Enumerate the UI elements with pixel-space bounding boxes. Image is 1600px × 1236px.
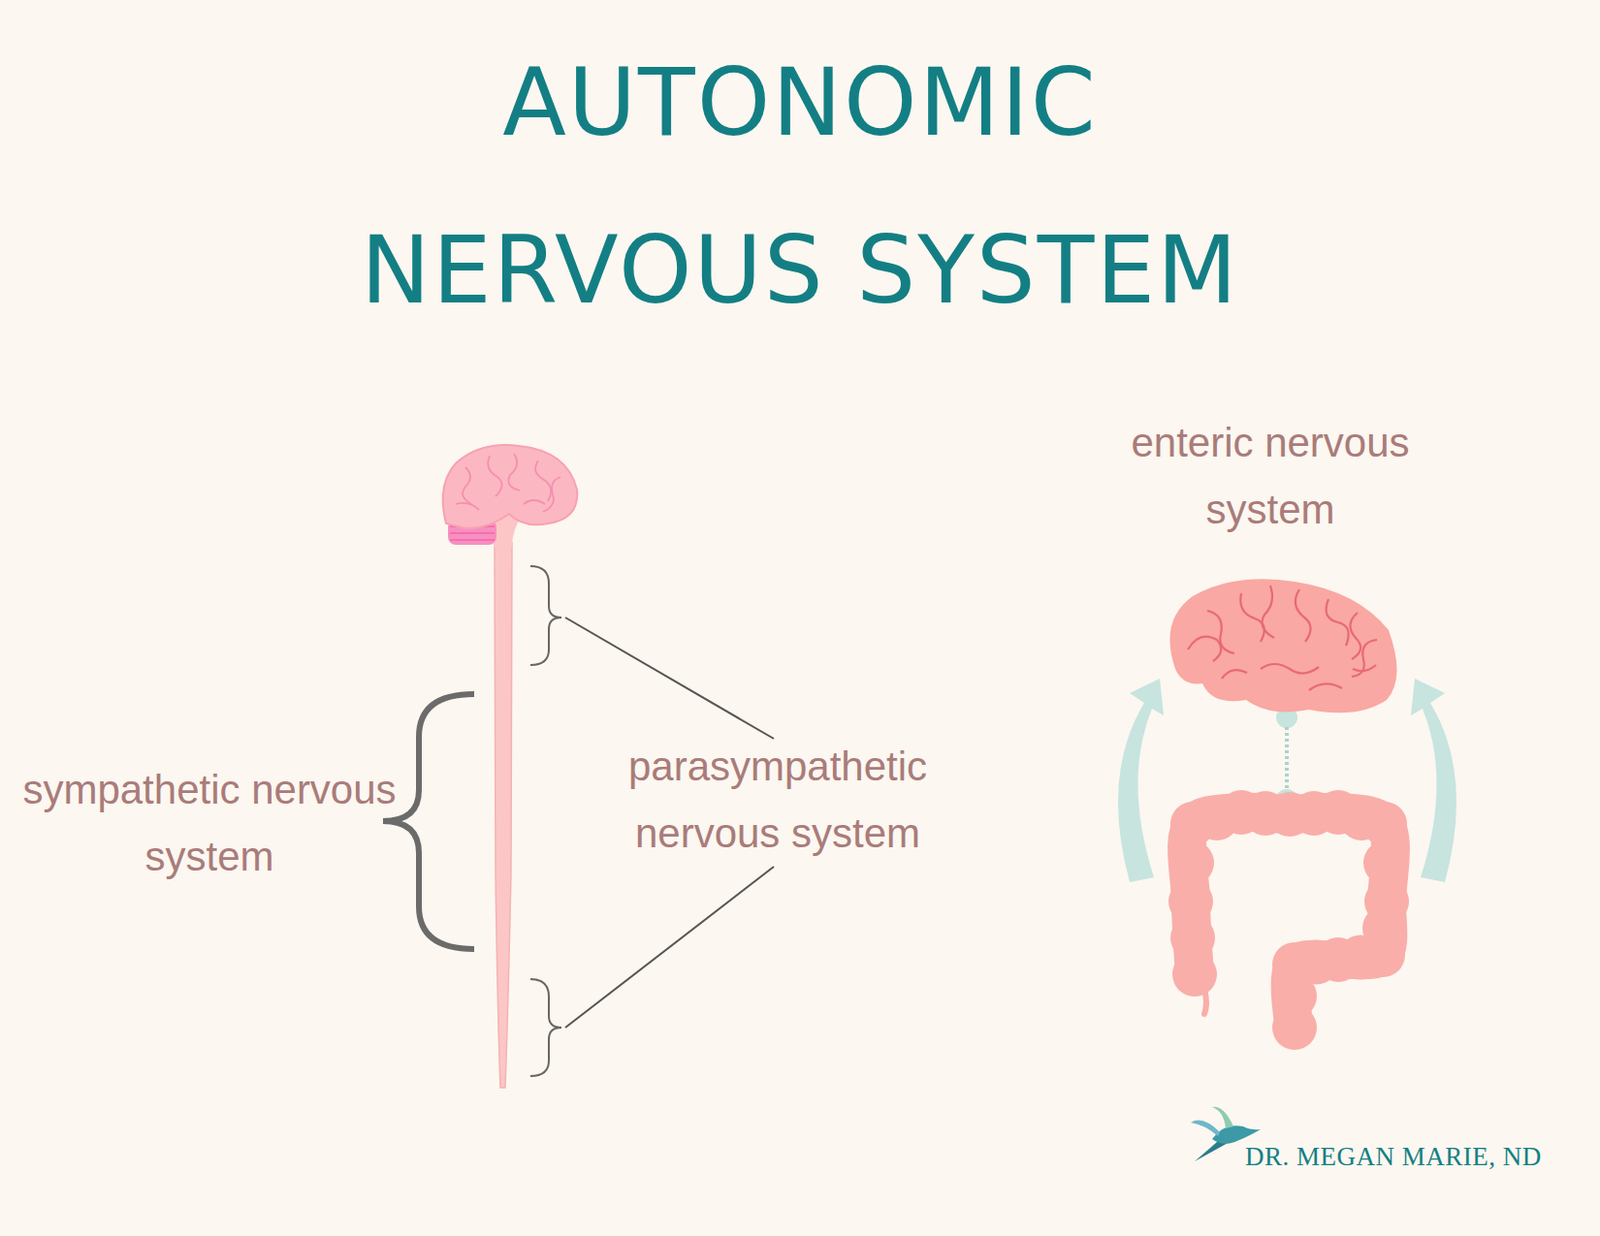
- parasympathetic-label: parasympathetic nervous system: [583, 733, 972, 868]
- colon-haustra: [1272, 974, 1317, 1020]
- spinal-cord: [482, 499, 532, 1088]
- colon: [1168, 790, 1409, 1051]
- colon-haustra: [1169, 840, 1215, 886]
- colon-haustra: [1339, 796, 1384, 841]
- colon-haustra: [1170, 916, 1216, 961]
- colon-haustra: [1291, 791, 1337, 836]
- author-logo: DR. MEGAN MARIE, ND: [1245, 1142, 1542, 1173]
- sympathetic-label: sympathetic nervous system: [15, 756, 404, 892]
- colon-haustra: [1363, 840, 1408, 886]
- brain-left: [443, 445, 578, 545]
- sympathetic-bracket: [383, 694, 475, 950]
- bracket: [530, 566, 562, 1077]
- colon-haustra: [1194, 796, 1240, 841]
- brain-right: [1169, 578, 1397, 713]
- colon-haustra: [1243, 791, 1288, 836]
- colon-haustra: [1338, 935, 1383, 981]
- enteric-label: enteric nervous system: [1076, 409, 1465, 544]
- colon-tube: [1186, 812, 1391, 1028]
- title: AUTONOMIC NERVOUS SYSTEM: [351, 19, 1249, 355]
- appendix: [1204, 989, 1207, 1015]
